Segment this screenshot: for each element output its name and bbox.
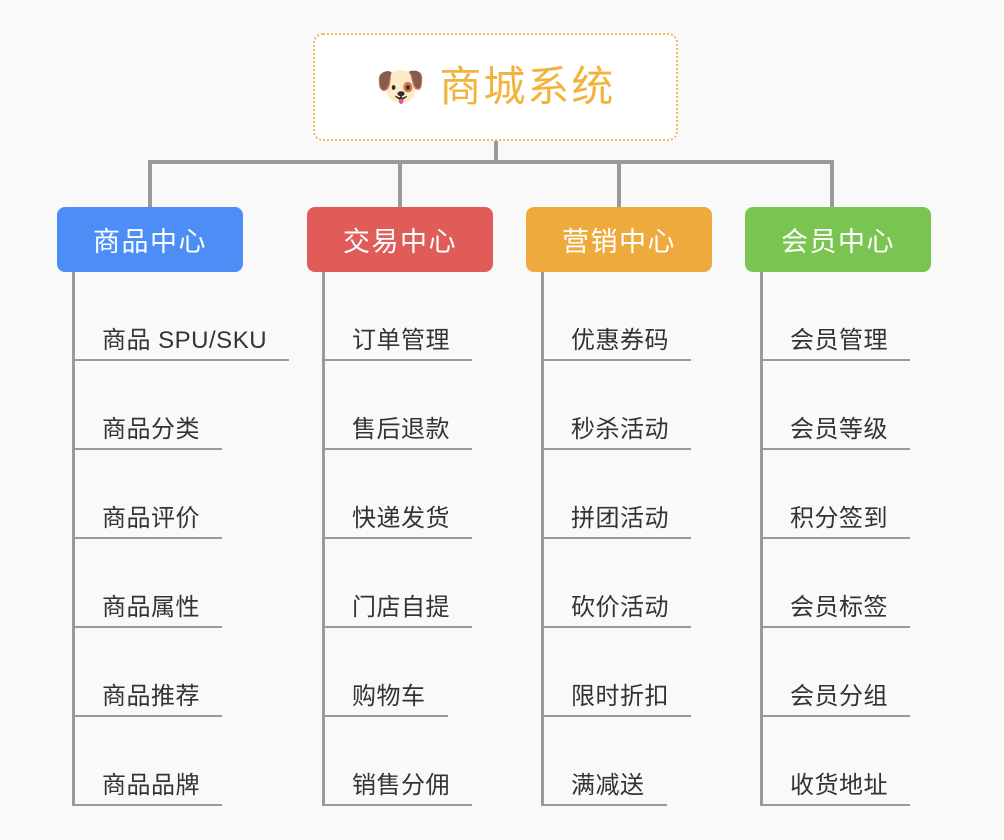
connector-root-stem bbox=[494, 141, 498, 164]
list-item[interactable]: 秒杀活动 bbox=[526, 361, 712, 450]
list-item[interactable]: 购物车 bbox=[307, 628, 493, 717]
leaf-label: 商品评价 bbox=[102, 504, 200, 532]
root-node-shop-system[interactable]: 🐶 商城系统 bbox=[313, 33, 678, 141]
root-node-label: 商城系统 bbox=[439, 63, 616, 110]
connector-drop-1 bbox=[148, 160, 152, 208]
leaf-list-trade: 订单管理 售后退款 快递发货 门店自提 购物车 销售分佣 bbox=[307, 272, 493, 806]
list-item[interactable]: 商品推荐 bbox=[57, 628, 243, 717]
category-column-marketing: 营销中心 优惠券码 秒杀活动 拼团活动 砍价活动 限时折扣 满减送 bbox=[526, 207, 712, 806]
leaf-label: 销售分佣 bbox=[352, 771, 450, 799]
category-header-marketing[interactable]: 营销中心 bbox=[526, 207, 712, 272]
connector-drop-4 bbox=[830, 160, 834, 208]
leaf-label: 会员分组 bbox=[790, 682, 888, 710]
category-column-product: 商品中心 商品 SPU/SKU 商品分类 商品评价 商品属性 商品推荐 商品品牌 bbox=[57, 207, 290, 806]
leaf-label: 拼团活动 bbox=[571, 504, 669, 532]
tree-rail bbox=[541, 272, 544, 806]
list-item[interactable]: 收货地址 bbox=[745, 717, 931, 806]
list-item[interactable]: 会员分组 bbox=[745, 628, 931, 717]
leaf-list-member: 会员管理 会员等级 积分签到 会员标签 会员分组 收货地址 bbox=[745, 272, 931, 806]
list-item[interactable]: 限时折扣 bbox=[526, 628, 712, 717]
leaf-label: 商品品牌 bbox=[102, 771, 200, 799]
leaf-label: 商品属性 bbox=[102, 593, 200, 621]
list-item[interactable]: 商品 SPU/SKU bbox=[57, 272, 290, 361]
leaf-label: 订单管理 bbox=[352, 326, 450, 354]
leaf-label: 砍价活动 bbox=[571, 593, 669, 621]
leaf-label: 购物车 bbox=[352, 682, 426, 710]
category-column-member: 会员中心 会员管理 会员等级 积分签到 会员标签 会员分组 收货地址 bbox=[745, 207, 931, 806]
category-header-trade[interactable]: 交易中心 bbox=[307, 207, 493, 272]
category-header-label: 营销中心 bbox=[562, 227, 676, 257]
list-item[interactable]: 售后退款 bbox=[307, 361, 493, 450]
list-item[interactable]: 订单管理 bbox=[307, 272, 493, 361]
tree-rail bbox=[760, 272, 763, 806]
category-header-label: 交易中心 bbox=[343, 227, 457, 257]
leaf-list-product: 商品 SPU/SKU 商品分类 商品评价 商品属性 商品推荐 商品品牌 bbox=[57, 272, 290, 806]
list-item[interactable]: 砍价活动 bbox=[526, 539, 712, 628]
list-item[interactable]: 商品属性 bbox=[57, 539, 243, 628]
list-item[interactable]: 会员等级 bbox=[745, 361, 931, 450]
tree-rail bbox=[322, 272, 325, 806]
leaf-label: 快递发货 bbox=[352, 504, 450, 532]
leaf-list-marketing: 优惠券码 秒杀活动 拼团活动 砍价活动 限时折扣 满减送 bbox=[526, 272, 712, 806]
leaf-label: 满减送 bbox=[571, 771, 645, 799]
leaf-label: 限时折扣 bbox=[571, 682, 669, 710]
list-item[interactable]: 满减送 bbox=[526, 717, 712, 806]
list-item[interactable]: 积分签到 bbox=[745, 450, 931, 539]
leaf-label: 收货地址 bbox=[790, 771, 888, 799]
list-item[interactable]: 门店自提 bbox=[307, 539, 493, 628]
category-header-product[interactable]: 商品中心 bbox=[57, 207, 243, 272]
connector-horizontal-bus bbox=[148, 160, 834, 164]
leaf-label: 会员管理 bbox=[790, 326, 888, 354]
leaf-label: 会员标签 bbox=[790, 593, 888, 621]
list-item[interactable]: 会员标签 bbox=[745, 539, 931, 628]
list-item[interactable]: 商品分类 bbox=[57, 361, 243, 450]
leaf-label: 商品推荐 bbox=[102, 682, 200, 710]
category-column-trade: 交易中心 订单管理 售后退款 快递发货 门店自提 购物车 销售分佣 bbox=[307, 207, 493, 806]
shiba-dog-face-icon: 🐶 bbox=[375, 65, 426, 109]
category-header-label: 会员中心 bbox=[781, 227, 895, 257]
list-item[interactable]: 快递发货 bbox=[307, 450, 493, 539]
leaf-label: 门店自提 bbox=[352, 593, 450, 621]
leaf-label: 秒杀活动 bbox=[571, 415, 669, 443]
leaf-label: 优惠券码 bbox=[571, 326, 669, 354]
connector-drop-2 bbox=[398, 160, 402, 208]
tree-rail bbox=[72, 272, 75, 806]
leaf-label: 商品 SPU/SKU bbox=[102, 326, 268, 354]
list-item[interactable]: 拼团活动 bbox=[526, 450, 712, 539]
list-item[interactable]: 商品评价 bbox=[57, 450, 243, 539]
leaf-label: 积分签到 bbox=[790, 504, 888, 532]
list-item[interactable]: 商品品牌 bbox=[57, 717, 243, 806]
category-header-member[interactable]: 会员中心 bbox=[745, 207, 931, 272]
category-header-label: 商品中心 bbox=[93, 227, 207, 257]
leaf-label: 会员等级 bbox=[790, 415, 888, 443]
leaf-label: 商品分类 bbox=[102, 415, 200, 443]
leaf-label: 售后退款 bbox=[352, 415, 450, 443]
connector-drop-3 bbox=[617, 160, 621, 208]
list-item[interactable]: 会员管理 bbox=[745, 272, 931, 361]
list-item[interactable]: 优惠券码 bbox=[526, 272, 712, 361]
list-item[interactable]: 销售分佣 bbox=[307, 717, 493, 806]
